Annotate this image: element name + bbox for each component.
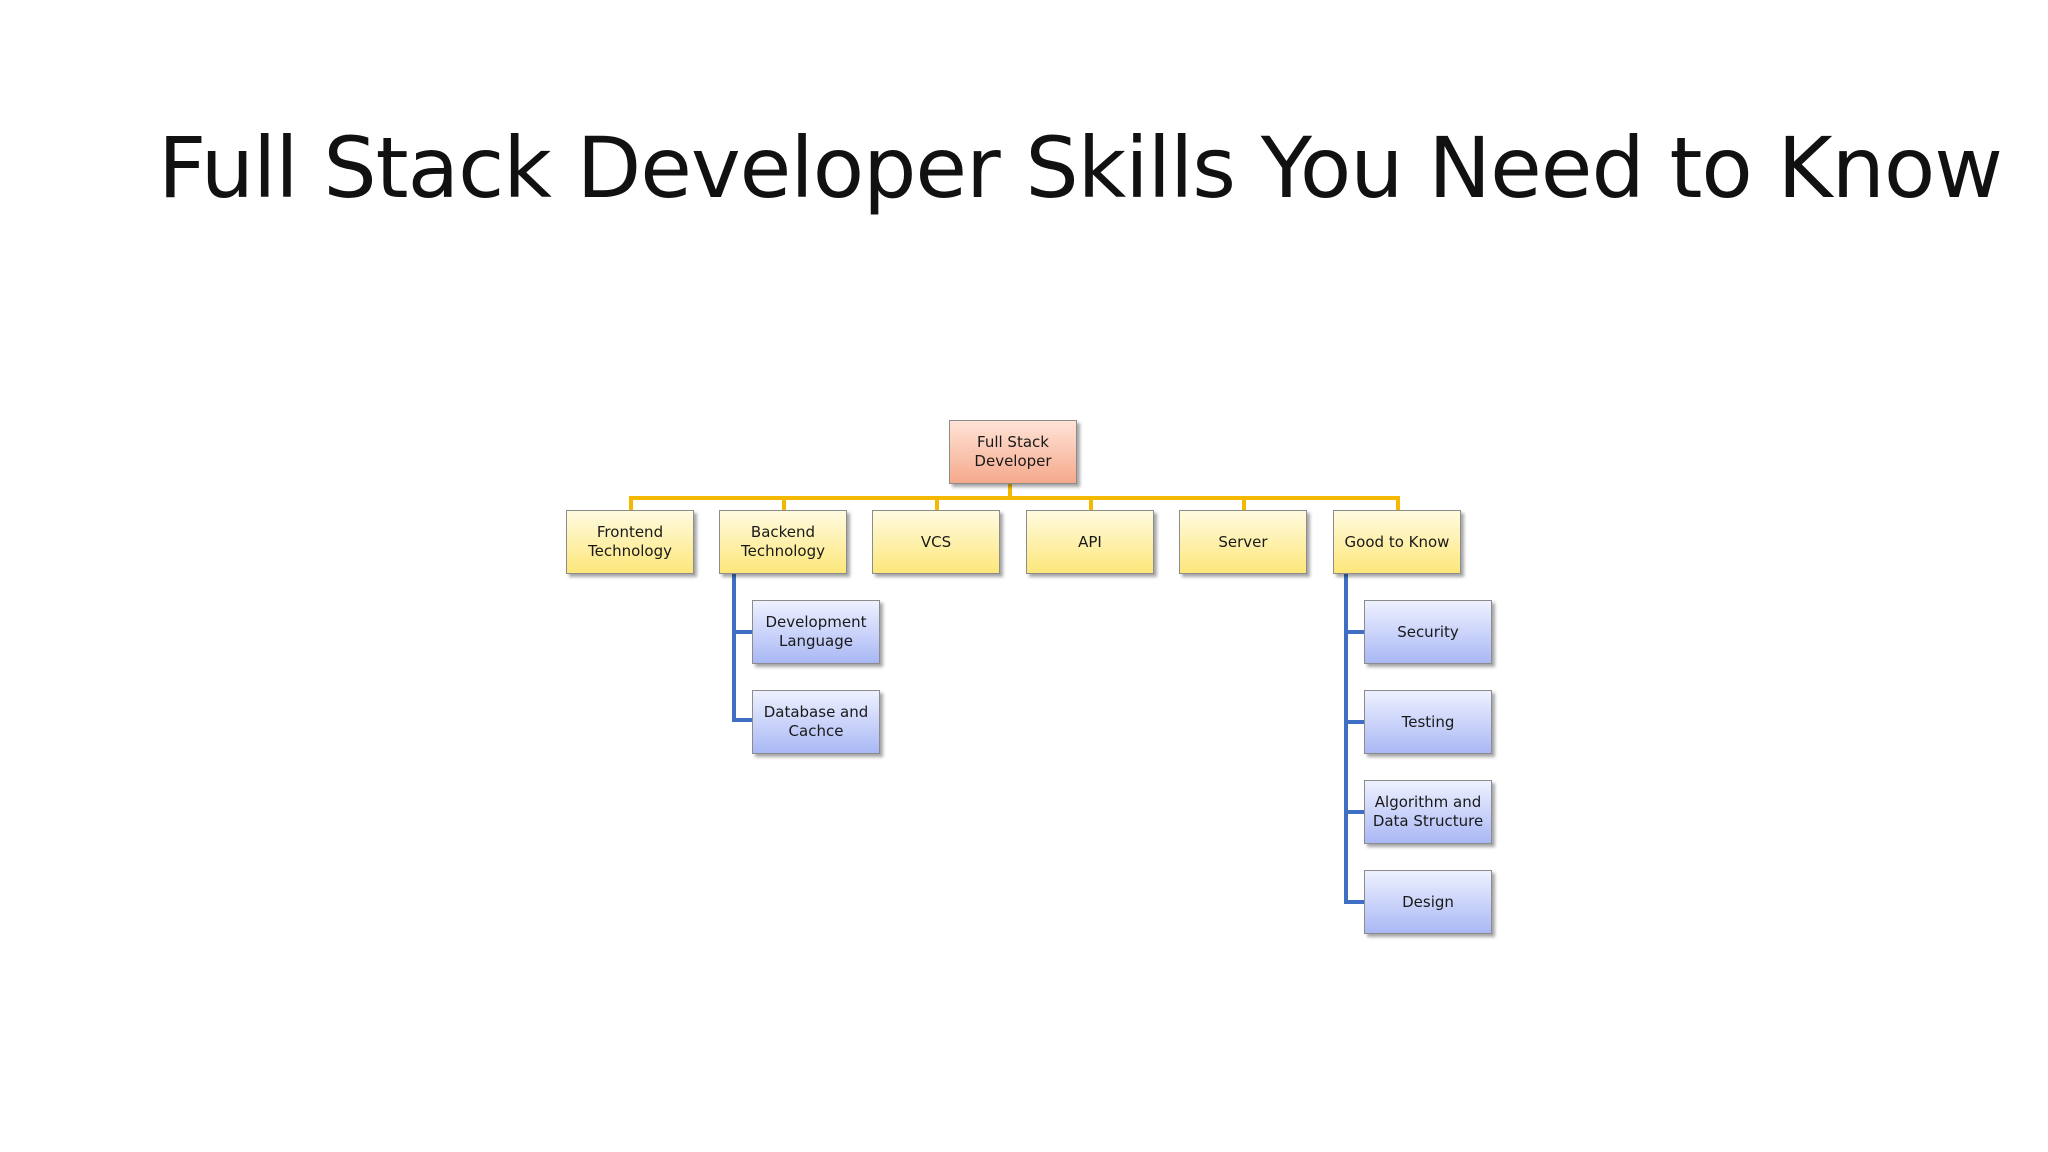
node-root-label: Full Stack Developer (974, 433, 1052, 470)
node-label: Backend Technology (740, 523, 826, 560)
node-label: Server (1218, 532, 1268, 551)
node-label: Database and Cachce (763, 703, 869, 740)
connector-root-down (1008, 484, 1012, 498)
connector-good-to-know-spine (1344, 574, 1348, 904)
node-algorithm-and-data-structure: Algorithm and Data Structure (1364, 780, 1492, 844)
node-label: Algorithm and Data Structure (1372, 793, 1484, 830)
node-label: Development Language (765, 613, 867, 650)
node-design: Design (1364, 870, 1492, 934)
node-testing: Testing (1364, 690, 1492, 754)
node-label: Good to Know (1344, 532, 1450, 551)
connector-backend-child-2 (732, 718, 752, 722)
slide-title: Full Stack Developer Skills You Need to … (158, 119, 2003, 217)
connector-bus (629, 496, 1396, 500)
node-label: Frontend Technology (587, 523, 673, 560)
node-label: Security (1397, 622, 1459, 641)
connector-drop-good-to-know (1396, 496, 1400, 510)
connector-good-to-know-child-4 (1344, 900, 1364, 904)
connector-good-to-know-child-1 (1344, 630, 1364, 634)
connector-drop-vcs (935, 496, 939, 510)
node-database-and-cache: Database and Cachce (752, 690, 880, 754)
connector-drop-server (1242, 496, 1246, 510)
node-root: Full Stack Developer (949, 420, 1077, 484)
connector-drop-api (1089, 496, 1093, 510)
connector-good-to-know-child-2 (1344, 720, 1364, 724)
node-backend-technology: Backend Technology (719, 510, 847, 574)
node-frontend-technology: Frontend Technology (566, 510, 694, 574)
node-label: Testing (1401, 712, 1455, 731)
node-label: API (1078, 532, 1102, 551)
connector-backend-spine (732, 574, 736, 722)
node-label: VCS (920, 532, 952, 551)
node-api: API (1026, 510, 1154, 574)
connector-drop-frontend (629, 496, 633, 510)
node-development-language: Development Language (752, 600, 880, 664)
node-good-to-know: Good to Know (1333, 510, 1461, 574)
node-vcs: VCS (872, 510, 1000, 574)
node-label: Design (1402, 892, 1454, 911)
connector-backend-child-1 (732, 630, 752, 634)
connector-drop-backend (782, 496, 786, 510)
connector-good-to-know-child-3 (1344, 810, 1364, 814)
node-security: Security (1364, 600, 1492, 664)
node-server: Server (1179, 510, 1307, 574)
